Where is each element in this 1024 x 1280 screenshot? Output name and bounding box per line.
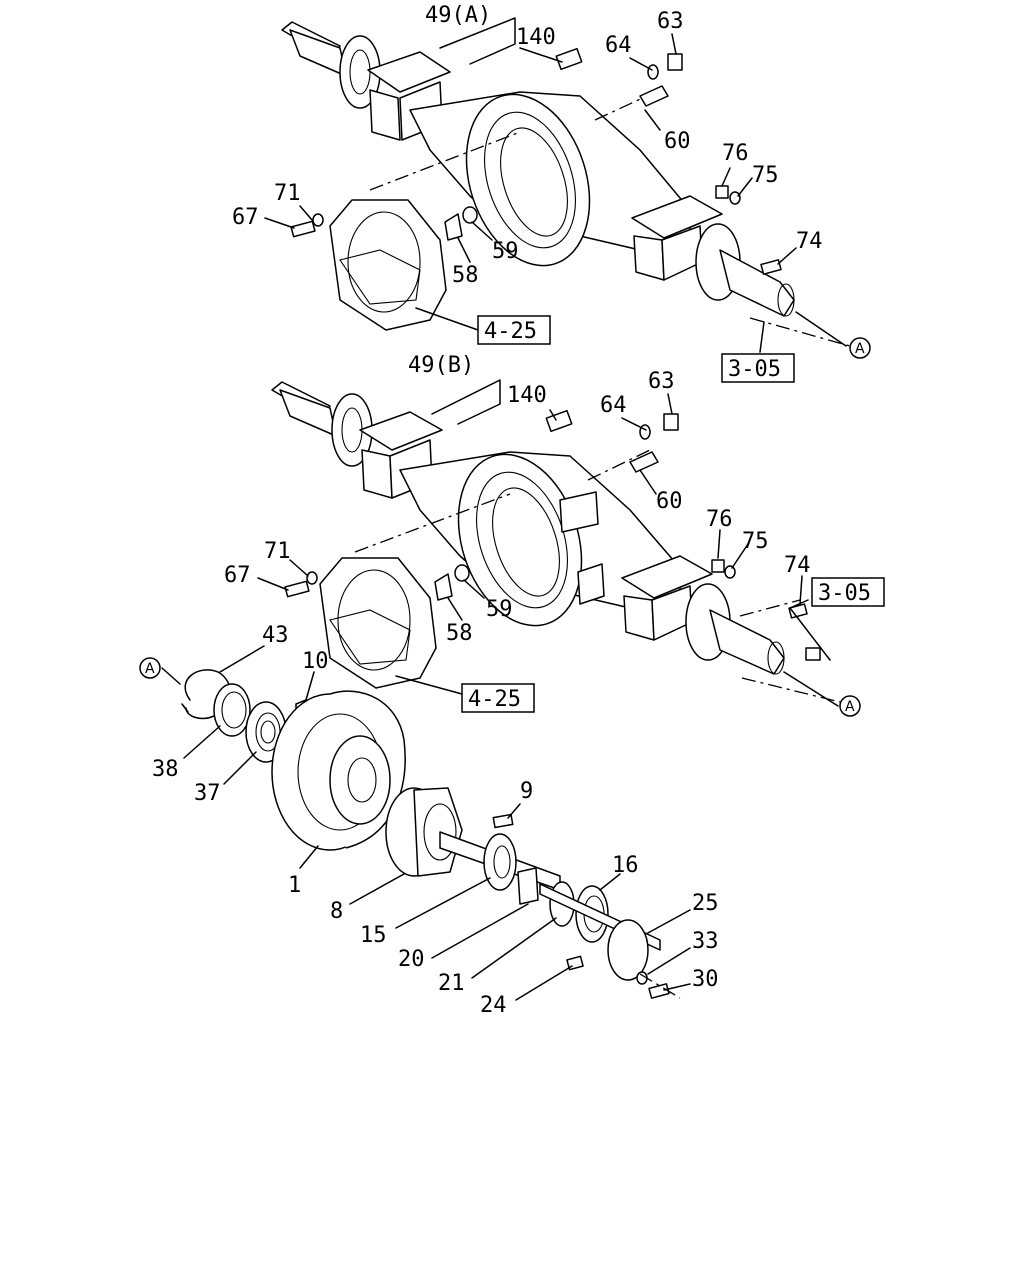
callout-74-lower: 74 xyxy=(784,553,811,578)
callout-8: 8 xyxy=(330,899,343,924)
callout-71-upper: 71 xyxy=(274,181,301,206)
callout-30: 30 xyxy=(692,967,719,992)
lower-connector-a: A xyxy=(839,695,861,717)
upper-leader-lines xyxy=(264,17,847,353)
callout-75-upper: 75 xyxy=(752,163,779,188)
callout-140-lower: 140 xyxy=(507,383,547,408)
callout-58-upper: 58 xyxy=(452,263,479,288)
callout-60-lower: 60 xyxy=(656,489,683,514)
callout-24: 24 xyxy=(480,993,507,1018)
callout-63-lower: 63 xyxy=(648,369,675,394)
callout-74-upper: 74 xyxy=(796,229,823,254)
lower-leader-lines xyxy=(257,379,839,707)
svg-text:3-05: 3-05 xyxy=(818,581,871,606)
upper-connector-a: A xyxy=(849,337,871,359)
callout-67-upper: 67 xyxy=(232,205,259,230)
upper-axle-housing xyxy=(281,21,851,347)
lower-callouts: 49(B) 140 63 64 60 76 75 74 71 67 59 58 xyxy=(224,353,811,646)
callout-140-upper: 140 xyxy=(516,25,556,50)
callout-75-lower: 75 xyxy=(742,529,769,554)
callout-67-lower: 67 xyxy=(224,563,251,588)
callout-25: 25 xyxy=(692,891,719,916)
callout-33: 33 xyxy=(692,929,719,954)
svg-text:3-05: 3-05 xyxy=(728,357,781,382)
svg-text:A: A xyxy=(855,341,865,357)
callout-59-lower: 59 xyxy=(486,597,513,622)
lower-axle-housing xyxy=(271,381,841,703)
callout-71-lower: 71 xyxy=(264,539,291,564)
callout-59-upper: 59 xyxy=(492,239,519,264)
callout-58-lower: 58 xyxy=(446,621,473,646)
hub-callouts: 43 10 38 37 9 1 8 15 16 20 21 25 33 30 2… xyxy=(152,623,719,1018)
svg-text:A: A xyxy=(845,699,855,715)
callout-76-lower: 76 xyxy=(706,507,733,532)
callout-38: 38 xyxy=(152,757,179,782)
callout-43: 43 xyxy=(262,623,289,648)
svg-text:A: A xyxy=(145,661,155,677)
callout-9: 9 xyxy=(520,779,533,804)
callout-76-upper: 76 xyxy=(722,141,749,166)
upper-callouts: 49(A) 140 63 64 60 76 75 74 71 67 59 58 xyxy=(232,3,823,288)
callout-64-lower: 64 xyxy=(600,393,627,418)
callout-60-upper: 60 xyxy=(664,129,691,154)
callout-20: 20 xyxy=(398,947,425,972)
svg-text:4-25: 4-25 xyxy=(484,319,537,344)
hub-connector-a: A xyxy=(139,657,161,679)
callout-10: 10 xyxy=(302,649,329,674)
callout-16: 16 xyxy=(612,853,639,878)
lower-reference-4-25: 4-25 xyxy=(461,683,535,713)
wheel-hub-assembly xyxy=(181,669,681,999)
callout-49b: 49(B) xyxy=(408,353,474,378)
callout-1: 1 xyxy=(288,873,301,898)
callout-64-upper: 64 xyxy=(605,33,632,58)
upper-reference-3-05: 3-05 xyxy=(721,353,795,383)
upper-reference-4-25: 4-25 xyxy=(477,315,551,345)
svg-text:4-25: 4-25 xyxy=(468,687,521,712)
callout-49a: 49(A) xyxy=(425,3,491,28)
callout-21: 21 xyxy=(438,971,465,996)
hub-leader-lines xyxy=(161,645,691,1001)
callout-37: 37 xyxy=(194,781,221,806)
lower-reference-3-05: 3-05 xyxy=(811,577,885,607)
callout-15: 15 xyxy=(360,923,387,948)
callout-63-upper: 63 xyxy=(657,9,684,34)
